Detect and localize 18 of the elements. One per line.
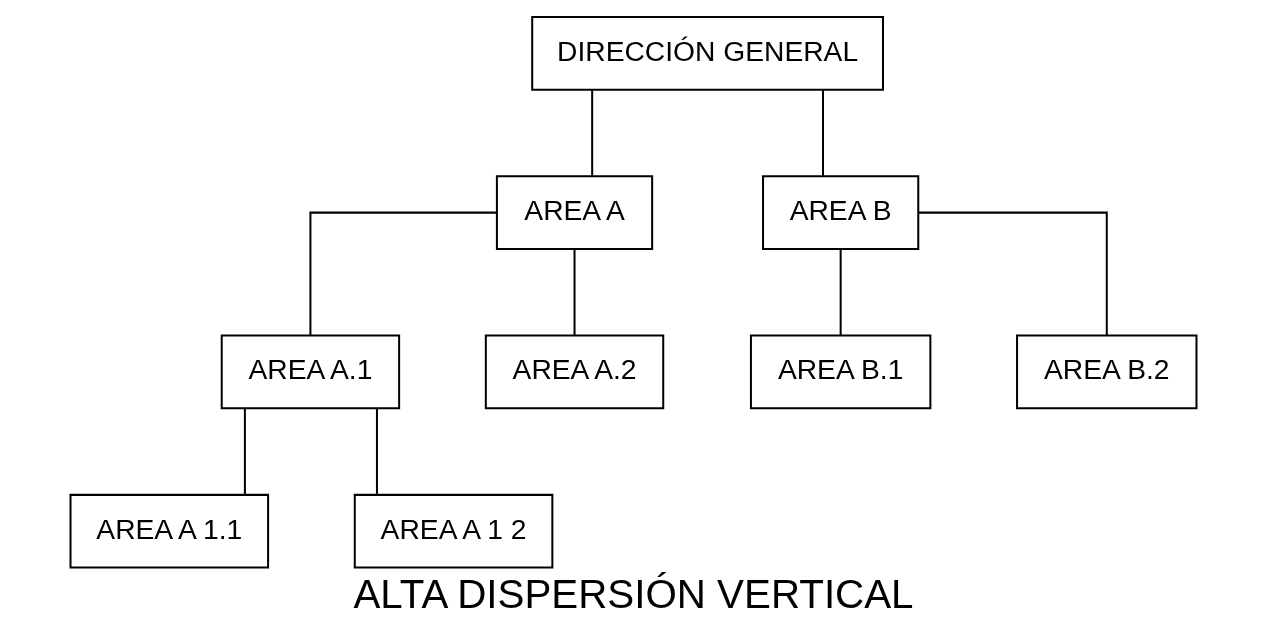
node-box: AREA A.1 — [220, 334, 400, 409]
node-box: AREA A 1 2 — [353, 493, 553, 568]
node-box: DIRECCIÓN GENERAL — [530, 15, 884, 91]
connector — [243, 408, 246, 494]
caption: ALTA DISPERSIÓN VERTICAL — [352, 570, 914, 617]
node-box: AREA A.2 — [484, 334, 664, 409]
connector — [821, 89, 824, 176]
connector — [590, 89, 593, 176]
connector — [839, 249, 842, 335]
node-box: AREA A — [495, 174, 653, 250]
connector — [917, 211, 1108, 335]
connector — [573, 249, 576, 335]
node-box: AREA A 1.1 — [69, 493, 269, 568]
connector — [308, 211, 497, 335]
node-box: AREA B — [761, 174, 919, 250]
node-box: AREA B.1 — [749, 334, 931, 409]
node-box: AREA B.2 — [1015, 334, 1197, 409]
connector — [375, 408, 378, 494]
